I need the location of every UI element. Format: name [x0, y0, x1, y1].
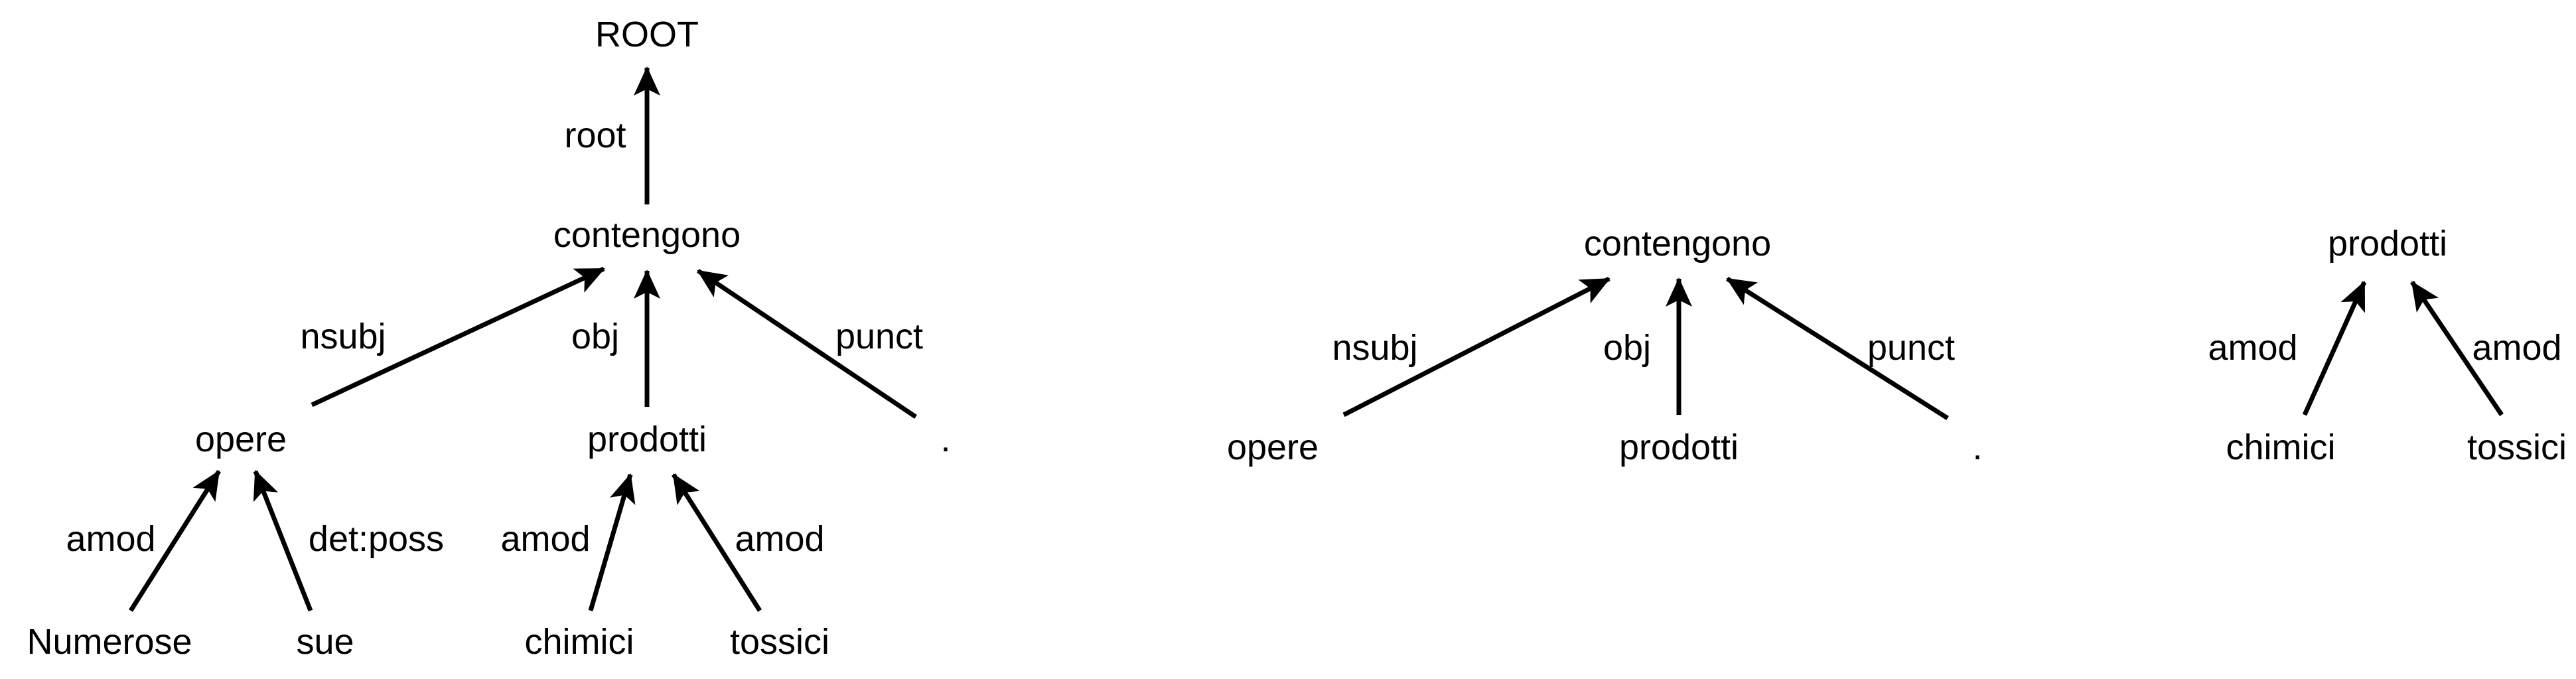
edge-amod-numerose [129, 470, 221, 612]
tree-verb-subtree: nsubj obj punct contengono opere prodott… [1227, 224, 1983, 467]
edge-amod-chimici-3 [2302, 281, 2367, 416]
edge-label-amod-tossici-3: amod [2472, 328, 2561, 368]
edge-amod-tossici-3 [2410, 281, 2504, 416]
edge-label-punct-2: punct [1867, 328, 1955, 368]
edge-amod-tossici [672, 473, 762, 612]
edge-label-root: root [564, 115, 626, 155]
node-period: . [940, 419, 950, 459]
edge-detposs [253, 470, 313, 612]
edge-label-amod-chimici: amod [500, 519, 590, 559]
edge-nsubj [311, 266, 605, 408]
node-sue: sue [296, 622, 354, 662]
edge-label-punct: punct [835, 317, 923, 356]
node-chimici-3: chimici [2226, 427, 2335, 467]
edge-label-obj-2: obj [1603, 328, 1651, 368]
edge-punct [697, 269, 917, 419]
tree-noun-subtree: amod amod prodotti chimici tossici [2208, 224, 2567, 467]
edge-label-obj: obj [571, 317, 619, 356]
edge-label-detposs: det:poss [309, 519, 444, 559]
edge-label-amod-tossici: amod [735, 519, 824, 559]
node-opere-2: opere [1227, 427, 1319, 467]
node-prodotti-3: prodotti [2328, 224, 2447, 264]
edge-label-nsubj-2: nsubj [1332, 328, 1417, 368]
node-chimici: chimici [524, 622, 634, 662]
node-contengono: contengono [553, 215, 741, 255]
node-prodotti-2: prodotti [1619, 427, 1739, 467]
node-opere: opere [195, 419, 287, 459]
edge-nsubj-2 [1342, 276, 1610, 417]
node-prodotti: prodotti [587, 419, 707, 459]
node-tossici-3: tossici [2467, 427, 2567, 467]
node-root: ROOT [595, 15, 699, 54]
node-period-2: . [1972, 427, 1982, 467]
edge-label-amod-chimici-3: amod [2208, 328, 2297, 368]
node-contengono-2: contengono [1584, 224, 1771, 264]
tree-full: root nsubj obj punct amod det:poss amod … [27, 15, 950, 662]
edge-label-amod-numerose: amod [66, 519, 155, 559]
node-numerose: Numerose [27, 622, 192, 662]
node-tossici: tossici [730, 622, 829, 662]
edge-punct-2 [1726, 277, 1949, 420]
edge-amod-chimici [588, 473, 636, 611]
edge-label-nsubj: nsubj [300, 317, 386, 356]
